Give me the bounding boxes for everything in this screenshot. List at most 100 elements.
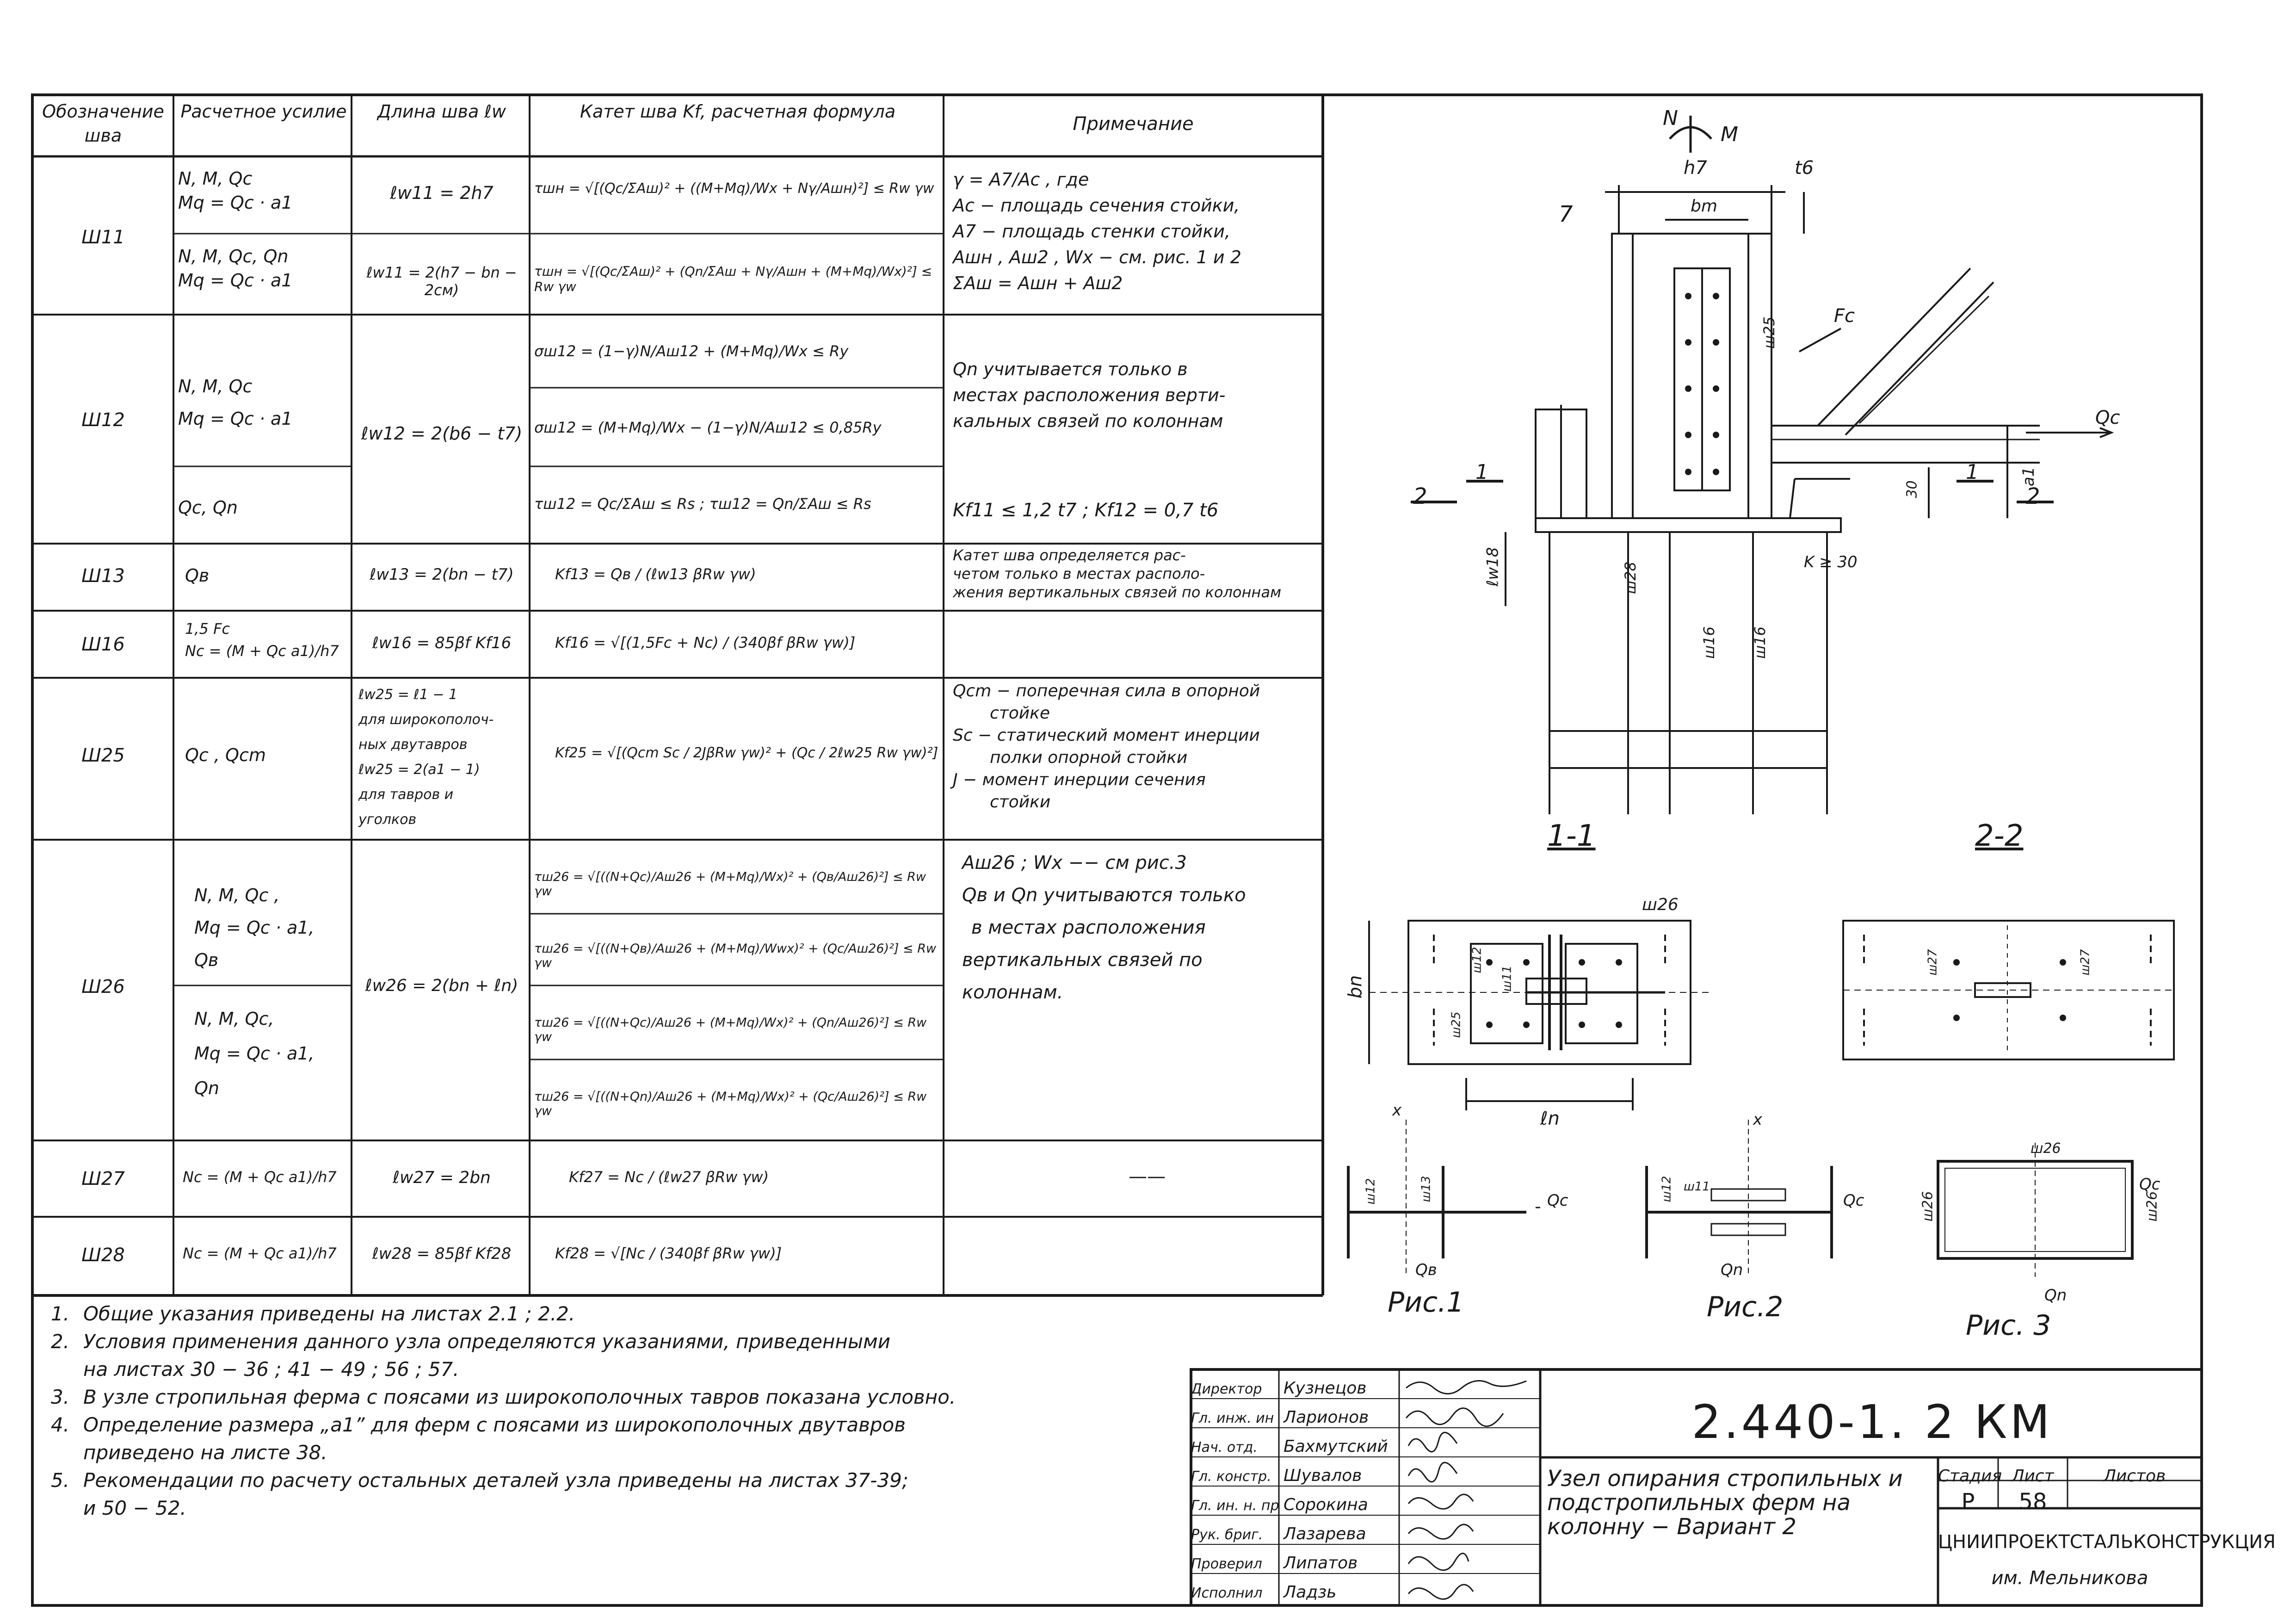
sheet-value: 58 (2018, 1489, 2047, 1515)
formula-cell: σш12 = (1−γ)N/Aш12 + (M+Mq)/Wx ≤ Ry (534, 342, 849, 360)
name: Ларионов (1284, 1408, 1369, 1427)
fig1-Qv: Qв (1415, 1261, 1437, 1279)
fig1-shape (1347, 1120, 1540, 1277)
header-effort: Расчетное усилие (180, 101, 347, 122)
section-mark-2b: 2 (2026, 483, 2040, 509)
length-cell: ℓw26 = 2(bn + ℓn) (365, 976, 518, 995)
fig3-Qn: Qn (2044, 1286, 2067, 1305)
label-w16b: ш16 (1751, 626, 1769, 659)
sheets-label: Листов (2103, 1467, 2166, 1486)
signatures (1405, 1380, 1527, 1600)
label-bm: bm (1691, 197, 1717, 216)
name: Ладзь (1284, 1583, 1337, 1602)
weld-id: Ш13 (81, 565, 125, 587)
label-w27: ш27 (2078, 949, 2092, 976)
remark-kf: Kf11 ≤ 1,2 t7 ; Kf12 = 0,7 t6 (953, 500, 1219, 521)
formula-cell: τшн = √[(Qc/ΣAш)² + (Qn/ΣAш + Nγ/Aшн + (… (534, 264, 932, 294)
label-30: 30 (1904, 480, 1920, 498)
role: Директор (1191, 1381, 1262, 1397)
label-lw18: ℓw18 (1483, 547, 1502, 587)
header-length: Длина шва ℓw (377, 101, 506, 122)
effort-cell: N, M, Qc,Mq = Qc · a1,Qn (194, 1009, 315, 1098)
title-block-grid (1190, 1368, 2203, 1607)
label-7: 7 (1559, 201, 1573, 227)
formula-cell: Kf13 = Qв / (ℓw13 βRw γw) (555, 565, 756, 583)
label-w25: ш25 (1760, 316, 1778, 349)
fig1-w13: ш13 (1419, 1176, 1433, 1202)
weld-id: Ш16 (81, 634, 125, 655)
label-Fc: Fc (1834, 305, 1855, 327)
formula-cell: τш26 = √[((N+Qn)/Aш26 + (M+Mq)/Wx)² + (Q… (534, 1090, 927, 1118)
weld-id: Ш28 (81, 1245, 125, 1266)
formula-cell: τш26 = √[((N+Qc)/Aш26 + (M+Mq)/Wx)² + (Q… (534, 1016, 927, 1044)
fig3-w26: ш26 (2031, 1140, 2061, 1157)
fig1-caption: Рис.1 (1388, 1286, 1464, 1319)
weld-id: Ш25 (81, 745, 125, 766)
section-mark-1: 1 (1475, 460, 1488, 484)
effort-cell: Nc = (M + Qc a1)/h7 (183, 1168, 337, 1186)
effort-cell: Qc , Qcm (185, 745, 266, 765)
name: Липатов (1284, 1554, 1358, 1573)
weld-id: Ш26 (81, 976, 125, 997)
label-M: M (1721, 123, 1738, 146)
section-1-1-plan (1368, 920, 1711, 1110)
formula-cell: Kf27 = Nc / (ℓw27 βRw γw) (569, 1168, 769, 1186)
title-block: Директор Кузнецов Гл. инж. ин Ларионов Н… (1191, 1374, 2276, 1605)
label-w16: ш16 (1700, 626, 1718, 659)
document-title: Узел опирания стропильных и подстропильн… (1547, 1466, 1903, 1540)
name: Лазарева (1284, 1524, 1366, 1543)
name: Кузнецов (1284, 1379, 1367, 1398)
section-1-1-title: 1-1 (1547, 819, 1596, 853)
fig3-w26-left: ш26 (1920, 1191, 1936, 1222)
fig2-Qn: Qn (1721, 1261, 1743, 1279)
weld-id: Ш12 (81, 409, 125, 431)
dash: —— (1129, 1166, 1166, 1187)
remark-kf13: Катет шва определяется рас-четом только … (953, 546, 1282, 601)
length-cell: ℓw13 = 2(bn − t7) (370, 565, 514, 584)
length-cell: ℓw12 = 2(b6 − t7) (361, 423, 523, 444)
label-Qc: Qc (2095, 407, 2120, 428)
name: Шувалов (1284, 1466, 1362, 1485)
bolts (1685, 293, 1719, 475)
organization-sub: им. Мельникова (1991, 1567, 2148, 1589)
fig2-w11: ш11 (1684, 1180, 1710, 1194)
role: Гл. констр. (1191, 1468, 1271, 1485)
length-cell: ℓw16 = 85βf Kf16 (372, 634, 512, 652)
role: Исполнил (1191, 1585, 1263, 1601)
section-mark-1b: 1 (1966, 460, 1979, 484)
fig2-caption: Рис.2 (1707, 1291, 1784, 1323)
label-w26: ш26 (1642, 895, 1679, 914)
length-cell: ℓw28 = 85βf Kf28 (372, 1245, 512, 1263)
stage-value: Р (1961, 1489, 1975, 1515)
fig3-Qc: Qc (2139, 1175, 2160, 1194)
label-h7: h7 (1684, 157, 1707, 179)
fig2-Qc: Qc (1843, 1191, 1864, 1210)
formula-cell: Kf25 = √[(Qcm Sc / 2JβRw γw)² + (Qc / 2ℓ… (555, 745, 938, 761)
fig1-x: x (1392, 1101, 1402, 1120)
organization: ЦНИИПРОЕКТСТАЛЬКОНСТРУКЦИЯ (1938, 1531, 2276, 1553)
length-cell: ℓw11 = 2(h7 − bn − 2см) (366, 264, 517, 299)
label-w28: ш28 (1622, 562, 1639, 594)
label-w27: ш27 (1926, 949, 1940, 976)
name: Сорокина (1284, 1495, 1368, 1514)
formula-cell: Kf28 = √[Nc / (340βf βRw γw)] (555, 1245, 782, 1262)
fig1-Qc: Qc (1547, 1191, 1568, 1210)
header-note: Примечание (1073, 113, 1194, 135)
role: Гл. ин. н. пр (1191, 1498, 1279, 1514)
formula-cell: τш12 = Qc/ΣAш ≤ Rs ; τш12 = Qn/ΣAш ≤ Rs (534, 495, 871, 513)
length-cell: ℓw11 = 2h7 (390, 183, 494, 203)
section-2-2-title: 2-2 (1975, 819, 2024, 853)
formula-cell: τш26 = √[((N+Qв)/Aш26 + (M+Mq)/Wwx)² + (… (534, 942, 937, 970)
fig2-shape (1645, 1120, 1833, 1277)
role: Гл. инж. ин (1191, 1410, 1274, 1426)
effort-cell: Qв (185, 565, 210, 586)
fig3-w26-right: ш26 (2144, 1191, 2160, 1222)
fig3-caption: Рис. 3 (1966, 1309, 2051, 1342)
label-N: N (1663, 106, 1678, 130)
